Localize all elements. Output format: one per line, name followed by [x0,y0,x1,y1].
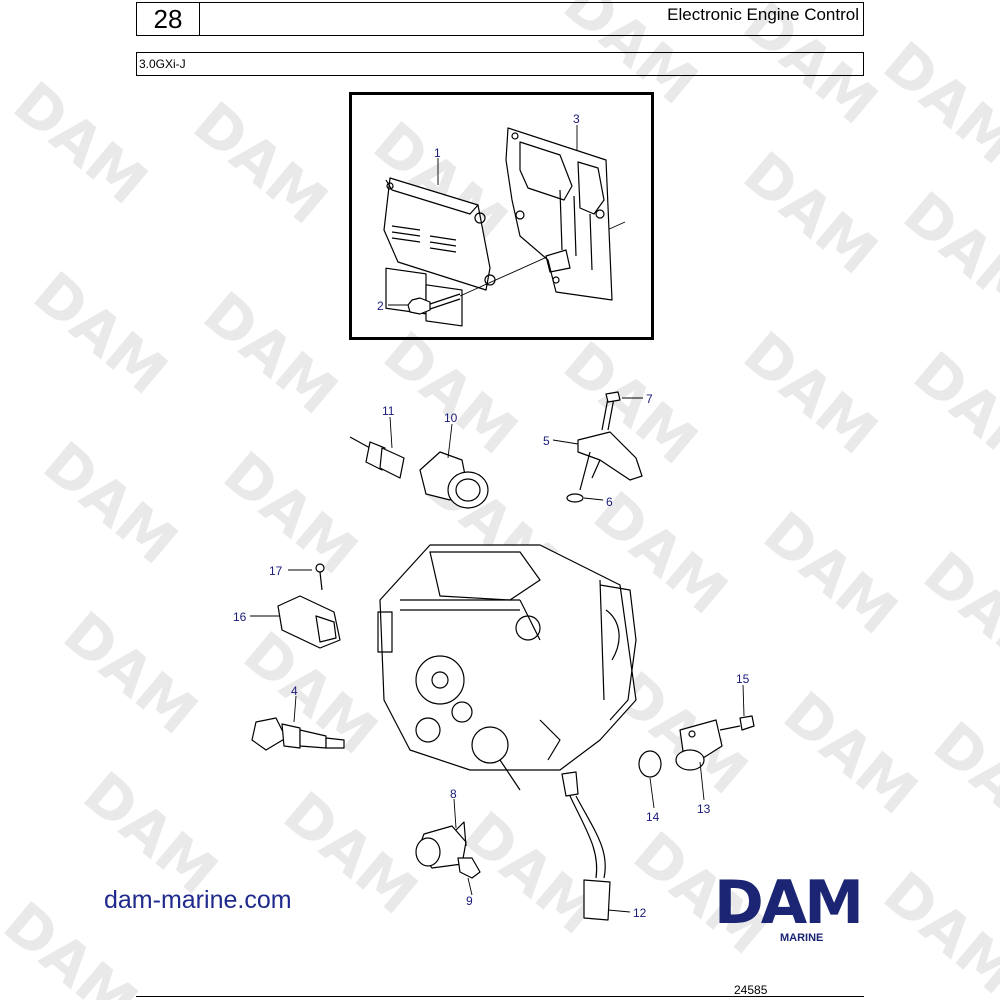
temp-sensor-drawing [419,451,489,509]
leader-line [447,423,453,459]
leader-line [293,695,297,723]
callout-16: 16 [233,610,247,624]
callout-14: 14 [646,810,660,824]
bolt-drawing [407,221,626,315]
callout-7: 7 [646,392,653,406]
leader-line [607,909,631,913]
website-link[interactable]: dam-marine.com [104,886,292,914]
leader-line [552,439,579,445]
leader-line [389,416,393,449]
sensor-4-drawing [251,717,345,751]
callout-5: 5 [543,434,550,448]
callout-11: 11 [382,404,395,418]
section-number: 28 [137,3,200,35]
callout-3: 3 [573,112,580,126]
bracket-drawing [505,127,613,301]
callout-12: 12 [633,906,647,920]
callout-13: 13 [697,802,711,816]
bottom-divider [136,996,864,997]
wiring-harness-drawing [561,771,611,921]
ecu-inset-frame [349,92,654,340]
callout-2: 2 [377,299,384,313]
leader-line [453,798,457,829]
leader-line [583,497,604,501]
ecu-module-drawing [383,177,496,327]
document-number: 24585 [734,983,768,997]
crank-sensor-drawing [638,715,755,778]
logo-subtitle: MARINE [780,932,824,944]
knock-sensor-drawing [415,821,481,879]
callout-8: 8 [450,787,457,801]
header-bar: 28 Electronic Engine Control [136,2,864,36]
callout-4: 4 [291,684,298,698]
callout-1: 1 [434,146,441,160]
leader-line [699,761,705,801]
callout-10: 10 [444,411,458,425]
model-label: 3.0GXi-J [136,52,864,76]
dam-logo: DAM [714,868,864,938]
leader-line [467,877,473,896]
leader-line [649,777,655,809]
fitting-drawing [349,436,405,479]
map-sensor-drawing [277,563,341,649]
engine-drawing [377,544,637,791]
callout-17: 17 [269,564,283,578]
callout-9: 9 [466,894,473,908]
leader-line [742,684,745,717]
callout-15: 15 [736,672,750,686]
page-title: Electronic Engine Control [667,5,859,24]
sensor-5-drawing [566,391,643,503]
callout-6: 6 [606,495,613,509]
